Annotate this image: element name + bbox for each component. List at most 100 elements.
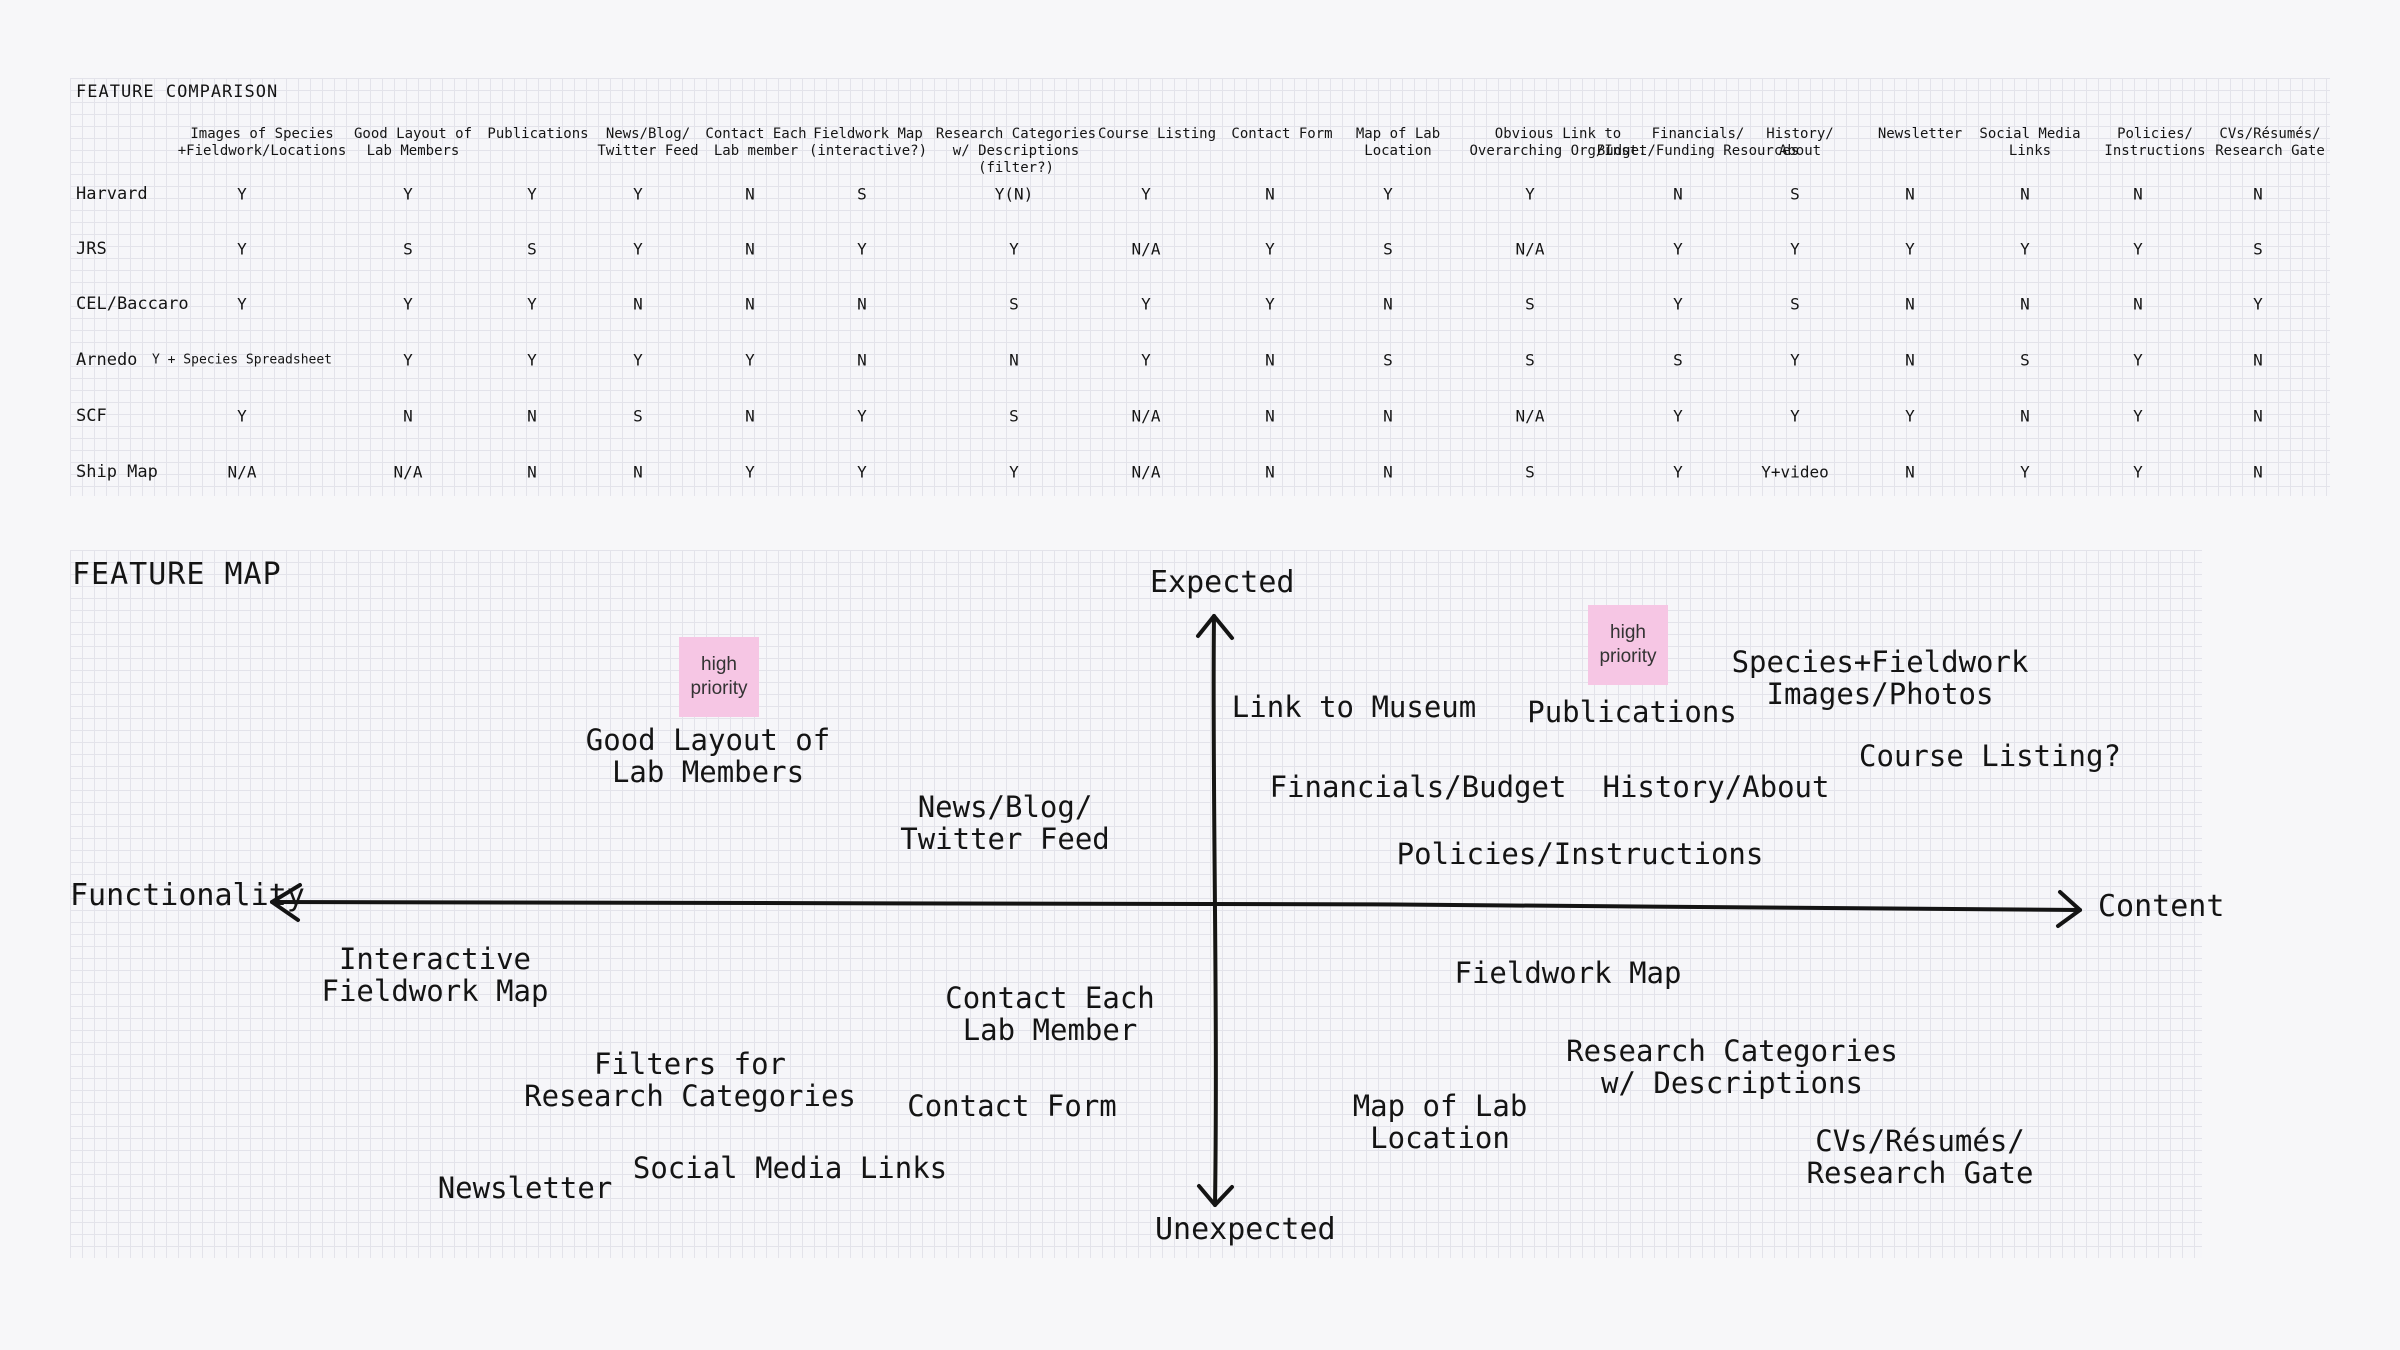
axis-label-content: Content bbox=[2098, 889, 2225, 924]
table-cell: N bbox=[1265, 350, 1275, 370]
feature-map-title: FEATURE MAP bbox=[72, 557, 282, 592]
table-cell: Y bbox=[237, 294, 247, 314]
table-cell: N bbox=[527, 406, 537, 426]
table-cell: N bbox=[2253, 184, 2263, 204]
table-cell: N bbox=[2020, 184, 2030, 204]
table-cell: S bbox=[1673, 350, 1683, 370]
table-cell: N bbox=[1265, 462, 1275, 482]
row-label: CEL/Baccaro bbox=[76, 294, 189, 314]
feature-good-layout-of-lab-members: Good Layout of Lab Members bbox=[585, 723, 831, 789]
table-cell: N bbox=[2133, 294, 2143, 314]
table-cell: S bbox=[1790, 184, 1800, 204]
table-cell: Y bbox=[1265, 239, 1275, 259]
table-cell: Y bbox=[633, 239, 643, 259]
feature-interactive-fieldwork-map: Interactive Fieldwork Map bbox=[321, 942, 549, 1008]
table-cell: Y bbox=[1141, 184, 1151, 204]
table-cell: Y bbox=[1383, 184, 1393, 204]
table-cell: N bbox=[745, 406, 755, 426]
table-cell: Y bbox=[2020, 462, 2030, 482]
column-header: Obvious Link to Overarching Org/Inst. bbox=[1469, 126, 1647, 159]
bottom-arrowhead bbox=[1197, 1184, 1234, 1207]
table-cell: N bbox=[1265, 184, 1275, 204]
table-cell: Y bbox=[2020, 239, 2030, 259]
high-priority-sticky-note: high priority bbox=[679, 637, 759, 717]
table-cell: N bbox=[1009, 350, 1019, 370]
table-cell: N bbox=[2133, 184, 2143, 204]
feature-comparison-panel bbox=[70, 78, 2330, 496]
table-cell: Y bbox=[633, 184, 643, 204]
column-header: Social Media Links bbox=[1979, 126, 2081, 159]
table-cell: Y bbox=[1905, 239, 1915, 259]
top-arrowhead bbox=[1196, 614, 1234, 640]
table-cell: Y bbox=[527, 350, 537, 370]
table-cell: N bbox=[1905, 462, 1915, 482]
feature-news-blog-twitter-feed: News/Blog/ Twitter Feed bbox=[900, 790, 1110, 856]
column-header: Research Categories w/ Descriptions (fil… bbox=[935, 126, 1097, 176]
table-cell: Y bbox=[2133, 406, 2143, 426]
feature-cvs-resumes-research-gate: CVs/Résumés/ Research Gate bbox=[1806, 1124, 2034, 1190]
row-label: SCF bbox=[76, 406, 107, 426]
table-cell: Y bbox=[857, 239, 867, 259]
table-cell: Y bbox=[1790, 239, 1800, 259]
table-cell: N bbox=[527, 462, 537, 482]
table-cell: Y bbox=[1673, 406, 1683, 426]
table-cell: N bbox=[2253, 462, 2263, 482]
feature-contact-each-lab-member: Contact Each Lab Member bbox=[945, 981, 1155, 1047]
table-cell: N bbox=[2020, 406, 2030, 426]
axis-label-expected: Expected bbox=[1150, 565, 1295, 600]
table-cell: Y bbox=[527, 184, 537, 204]
table-cell: Y bbox=[1009, 239, 1019, 259]
table-cell: S bbox=[1383, 239, 1393, 259]
table-cell: S bbox=[1009, 294, 1019, 314]
column-header: News/Blog/ Twitter Feed bbox=[597, 126, 699, 159]
table-cell: Y bbox=[1673, 462, 1683, 482]
table-cell: Y bbox=[1673, 239, 1683, 259]
table-cell: Y bbox=[1009, 462, 1019, 482]
feature-fieldwork-map: Fieldwork Map bbox=[1454, 956, 1682, 990]
table-cell: N bbox=[745, 184, 755, 204]
table-cell: N/A bbox=[1131, 406, 1161, 426]
table-cell: Y bbox=[527, 294, 537, 314]
table-cell: N/A bbox=[1131, 239, 1161, 259]
table-cell: N bbox=[1383, 294, 1393, 314]
table-cell: Y bbox=[1141, 350, 1151, 370]
table-cell: N bbox=[1383, 406, 1393, 426]
table-cell: S bbox=[527, 239, 537, 259]
table-cell: Y bbox=[1265, 294, 1275, 314]
row-label: Arnedo bbox=[76, 350, 138, 370]
table-cell: Y bbox=[237, 406, 247, 426]
table-cell: N bbox=[857, 350, 867, 370]
row-label: JRS bbox=[76, 239, 107, 259]
left-arrowhead bbox=[270, 883, 302, 922]
table-cell: N bbox=[1265, 406, 1275, 426]
table-cell: Y bbox=[1673, 294, 1683, 314]
table-cell: N bbox=[857, 294, 867, 314]
feature-contact-form: Contact Form bbox=[907, 1089, 1117, 1123]
column-header: Publications bbox=[487, 126, 589, 142]
column-header: History/ About bbox=[1766, 126, 1834, 159]
table-cell: S bbox=[1383, 350, 1393, 370]
table-cell: N bbox=[2020, 294, 2030, 314]
table-cell: Y + Species Spreadsheet bbox=[151, 352, 333, 368]
table-cell: N/A bbox=[227, 462, 257, 482]
row-label: Ship Map bbox=[76, 462, 158, 482]
table-cell: N/A bbox=[1515, 239, 1545, 259]
table-cell: Y bbox=[745, 350, 755, 370]
feature-research-categories-descriptions: Research Categories w/ Descriptions bbox=[1566, 1034, 1898, 1100]
column-header: Course Listing bbox=[1097, 126, 1217, 142]
column-header: Newsletter bbox=[1877, 126, 1963, 142]
feature-policies-instructions: Policies/Instructions bbox=[1396, 837, 1764, 871]
table-cell: Y bbox=[2133, 239, 2143, 259]
column-header: Contact Each Lab member bbox=[705, 126, 807, 159]
table-cell: Y+video bbox=[1761, 462, 1829, 482]
table-cell: Y bbox=[2253, 294, 2263, 314]
table-cell: N bbox=[633, 294, 643, 314]
high-priority-sticky-note: high priority bbox=[1588, 605, 1668, 685]
table-cell: N bbox=[745, 294, 755, 314]
column-header: CVs/Résumés/ Research Gate bbox=[2215, 126, 2325, 159]
column-header: Contact Form bbox=[1231, 126, 1333, 142]
table-cell: Y bbox=[1790, 350, 1800, 370]
table-cell: Y bbox=[403, 350, 413, 370]
table-cell: S bbox=[1525, 462, 1535, 482]
